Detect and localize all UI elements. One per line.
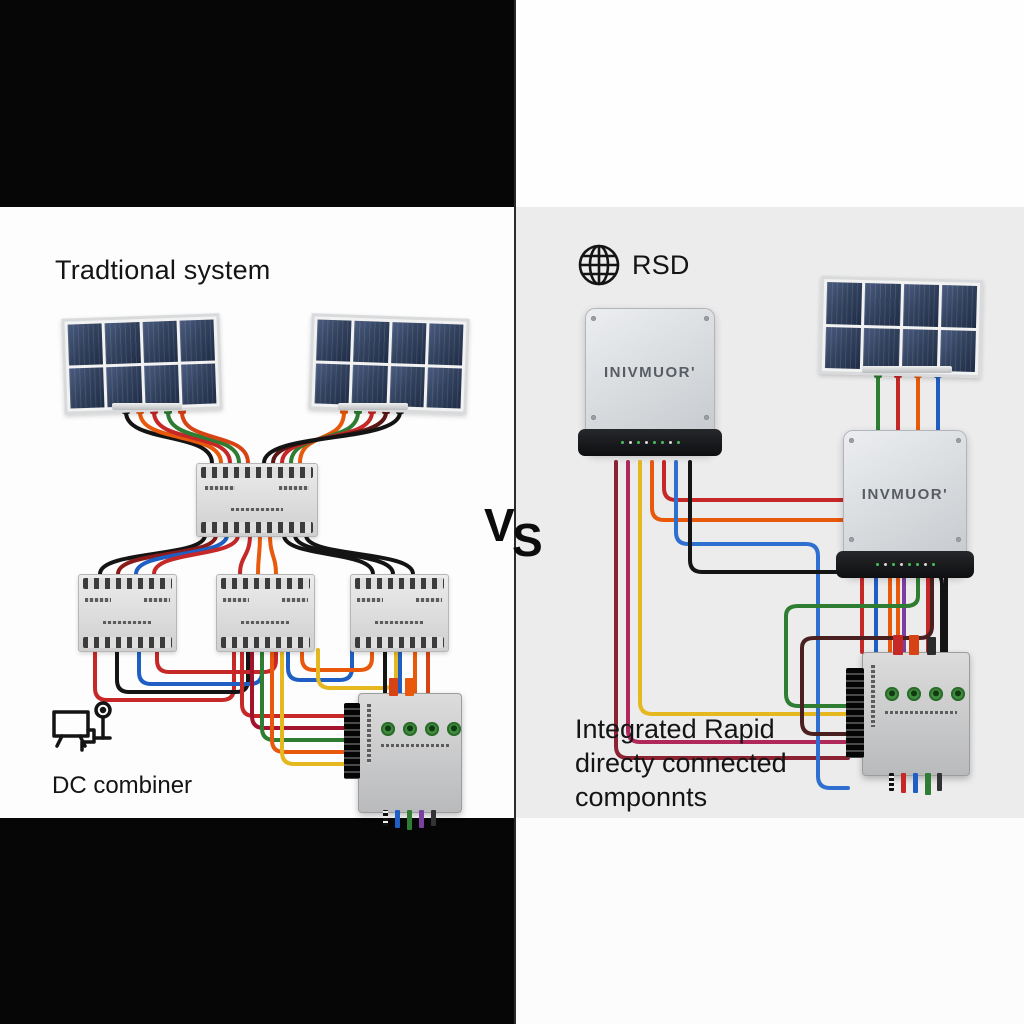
inverter-2-label: INVMUOR'	[861, 486, 949, 503]
vs-letter-s: S	[512, 514, 543, 566]
left-rsd-module	[358, 678, 462, 830]
combiner-to-boxes-wires	[98, 533, 415, 576]
right-caption-line-3: componnts	[575, 782, 708, 812]
inverter1-wires	[614, 460, 944, 790]
solar-panel-2	[308, 313, 470, 415]
left-title: Tradtional system	[55, 255, 271, 285]
center-divider	[514, 0, 516, 1024]
inverter-1-port-band	[578, 429, 722, 456]
inverter2-wires	[784, 576, 948, 736]
bundle-to-left-module	[240, 648, 430, 766]
left-module-pin-connector	[344, 703, 360, 779]
right-caption: Integrated Rapid directy connected compo…	[575, 712, 875, 814]
panel1-wires	[124, 410, 250, 465]
right-module-pin-connector	[846, 668, 864, 758]
inverter-1: INIVMUOR'	[578, 308, 722, 456]
green-terminals	[885, 687, 965, 701]
top-left-black-band	[0, 0, 515, 207]
panel-2-rail	[338, 403, 408, 410]
solar-panel-3	[818, 275, 984, 379]
inverter-2-port-band	[836, 551, 974, 578]
combiner-box-1	[78, 574, 177, 652]
dc-combiner-icon	[52, 701, 112, 752]
box-bottom-loops	[93, 648, 398, 702]
bottom-left-black-band	[0, 818, 515, 1024]
central-combiner-box	[196, 463, 318, 537]
top-right-white-band	[515, 0, 1024, 207]
solar-panel-1	[61, 313, 223, 415]
right-badge-label: RSD	[632, 250, 690, 280]
left-caption: DC combiner	[52, 772, 193, 799]
vs-letter-v: V	[484, 499, 515, 551]
combiner-box-2	[216, 574, 315, 652]
green-terminals	[381, 722, 461, 736]
combiner-box-3	[350, 574, 449, 652]
panel-1-rail	[112, 403, 182, 410]
panel-3-rail	[862, 366, 952, 373]
right-caption-line-1: Integrated Rapid	[575, 714, 775, 744]
right-caption-line-2: directy connected	[575, 748, 787, 778]
inverter-2: INVMUOR'	[836, 430, 974, 578]
panel2-wires	[262, 410, 402, 465]
inverter-1-label: INIVMUOR'	[603, 364, 697, 381]
globe-icon	[578, 244, 620, 286]
bottom-right-white-band	[515, 818, 1024, 1024]
right-rsd-module	[862, 635, 970, 795]
